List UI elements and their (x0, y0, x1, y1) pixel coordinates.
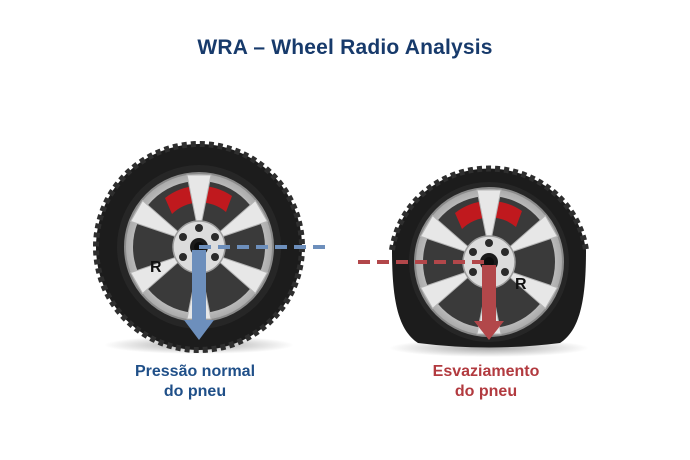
caption-line: do pneu (454, 383, 518, 400)
wheel-normal: R (93, 141, 332, 354)
wheel-deflated: R (358, 165, 589, 357)
caption-line: Esvaziamento (432, 363, 540, 380)
down-arrow-icon (184, 250, 214, 340)
diagram-title: WRA – Wheel Radio Analysis (197, 36, 493, 59)
radius-label-deflated: R (515, 276, 527, 293)
caption-normal-pressure: Pressão normal do pneu (105, 362, 285, 402)
radius-label-normal: R (150, 259, 162, 276)
down-arrow-icon (474, 265, 504, 340)
caption-line: Pressão normal (134, 363, 256, 380)
caption-line: do pneu (163, 383, 227, 400)
caption-deflated: Esvaziamento do pneu (396, 362, 576, 402)
